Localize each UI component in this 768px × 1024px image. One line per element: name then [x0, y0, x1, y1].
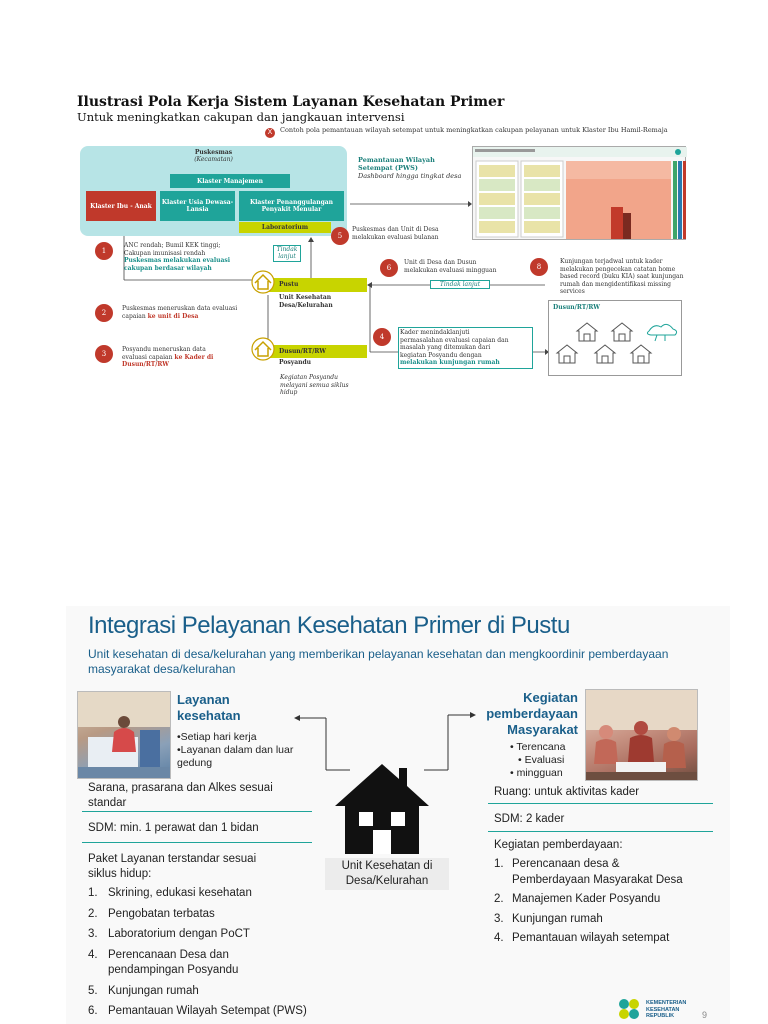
divider-left-2	[82, 842, 312, 843]
step-5-text: Puskesmas dan Unit di Desa melakukan eva…	[352, 226, 482, 241]
list-item: Pemberdayaan Masyarakat Desa	[494, 873, 724, 889]
sarana-text: Sarana, prasarana dan Alkes sesuai stand…	[88, 781, 318, 811]
list-item: 6.Pemantauan Wilayah Setempat (PWS)	[88, 1004, 328, 1020]
kemenkes-logo-text: KEMENTERIAN KESEHATAN REPUBLIK	[646, 1000, 686, 1020]
list-item: pendampingan Posyandu	[88, 963, 328, 979]
ruang-text: Ruang: untuk aktivitas kader	[494, 785, 639, 800]
house-icon-pustu	[250, 270, 276, 294]
house-label: Unit Kesehatan di Desa/Kelurahan	[325, 858, 449, 890]
list-item: 5.Kunjungan rumah	[88, 984, 328, 1000]
kegiatan-list-title: Kegiatan pemberdayaan:	[494, 838, 623, 853]
step-2-text: Puskesmas meneruskan data evaluasi capai…	[122, 305, 272, 320]
posyandu-note: Kegiatan Posyandu melayani semua siklus …	[280, 374, 380, 397]
bottom-subtitle: Unit kesehatan di desa/kelurahan yang me…	[88, 647, 718, 677]
kegiatan-heading: Kegiatan pemberdayaan Masyarakat	[480, 690, 578, 738]
list-item: 4.Perencanaan Desa dan	[88, 948, 328, 964]
dusun-bar: Dusun/RT/RW	[265, 345, 367, 358]
paket-list: 1.Skrining, edukasi kesehatan 2.Pengobat…	[88, 886, 328, 1020]
list-item: 1.Perencanaan desa &	[494, 857, 724, 873]
list-item: 3.Laboratorium dengan PoCT	[88, 927, 328, 943]
houses-illustration	[549, 301, 683, 377]
dusun-box-label: Dusun/RT/RW	[553, 304, 600, 311]
tindak-lanjut-box-2: Tindak lanjut	[430, 280, 490, 289]
step-2-badge: 2	[95, 304, 113, 322]
list-item: 2.Pengobatan terbatas	[88, 907, 328, 923]
step-8-text: Kunjungan terjadwal untuk kader melakuka…	[560, 258, 685, 296]
list-item: 3.Kunjungan rumah	[494, 912, 724, 928]
list-item: 2.Manajemen Kader Posyandu	[494, 892, 724, 908]
house-icon	[333, 760, 431, 856]
step-5-badge: 5	[331, 227, 349, 245]
kegiatan-bullets: • Terencana • Evaluasi • mingguan	[510, 741, 580, 780]
step-6-badge: 6	[380, 259, 398, 277]
layanan-bullets: •Setiap hari kerja •Layanan dalam dan lu…	[177, 731, 293, 770]
list-item: 4.Pemantauan wilayah setempat	[494, 931, 724, 947]
divider-left-1	[82, 811, 312, 812]
step-6-text: Unit di Desa dan Dusun melakukan evaluas…	[404, 259, 524, 274]
paket-heading: Paket Layanan terstandar sesuai siklus h…	[88, 852, 256, 882]
top-slide: Ilustrasi Pola Kerja Sistem Layanan Kese…	[0, 0, 768, 560]
divider-right-2	[488, 831, 713, 832]
step-3-badge: 3	[95, 345, 113, 363]
sdm-right: SDM: 2 kader	[494, 812, 564, 827]
kegiatan-list: 1.Perencanaan desa & Pemberdayaan Masyar…	[494, 857, 724, 947]
bottom-title: Integrasi Pelayanan Kesehatan Primer di …	[88, 612, 570, 640]
pustu-subtitle: Unit Kesehatan Desa/Kelurahan	[279, 294, 333, 309]
dusun-houses-box	[548, 300, 682, 376]
page-number: 9	[702, 1010, 707, 1020]
house-icon-dusun	[250, 337, 276, 361]
sdm-left: SDM: min. 1 perawat dan 1 bidan	[88, 821, 259, 836]
step-8-badge: 8	[530, 258, 548, 276]
step-1-text: ANC rendah; Bumil KEK tinggi; Cakupan im…	[124, 242, 284, 272]
posyandu-label: Posyandu	[279, 359, 311, 367]
step-3-text: Posyandu meneruskan data evaluasi capaia…	[122, 346, 252, 369]
photo-kegiatan-kader	[585, 689, 698, 781]
photo-layanan-kesehatan	[77, 691, 171, 779]
kemenkes-logo-icon	[614, 996, 644, 1022]
divider-right-1	[488, 803, 713, 804]
tindak-lanjut-box-1: Tindak lanjut	[273, 245, 301, 262]
step-1-badge: 1	[95, 242, 113, 260]
list-item: 1.Skrining, edukasi kesehatan	[88, 886, 328, 902]
step-4-badge: 4	[373, 328, 391, 346]
layanan-heading: Layanan kesehatan	[177, 692, 241, 724]
pustu-bar: Pustu	[265, 278, 367, 292]
step-4-text: Kader menindaklanjuti permasalahan evalu…	[398, 327, 533, 369]
